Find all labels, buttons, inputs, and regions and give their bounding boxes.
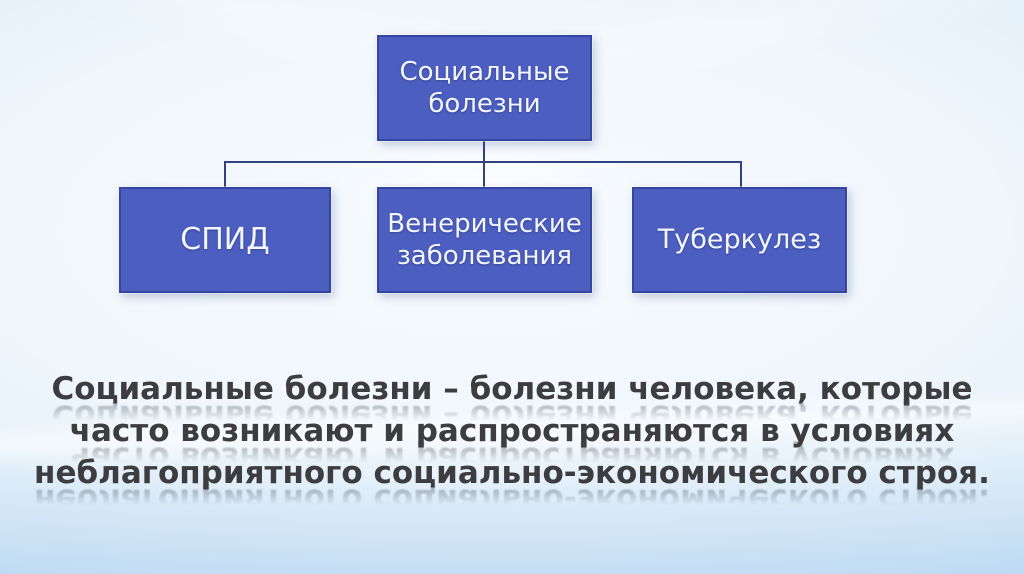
org-node-tuberculosis: Туберкулез [632,187,847,293]
background-light-streak [518,0,1024,109]
org-node-venereal-diseases-label: Венерические заболевания [387,208,582,272]
org-node-aids: СПИД [119,187,331,293]
caption-line-1: Социальные болезни – болезни человека, к… [51,371,973,407]
org-node-venereal-diseases: Венерические заболевания [377,187,592,293]
caption-row: Социальные болезни – болезни человека, к… [28,368,996,434]
org-node-aids-label: СПИД [180,222,270,258]
org-node-root: Социальные болезни [377,35,592,141]
caption-line-3: неблагоприятного социально-экономическог… [34,455,990,491]
caption: Социальные болезни – болезни человека, к… [28,368,996,518]
caption-row: часто возникают и распространяются в усл… [28,410,996,476]
connector-drop-aids [224,161,226,188]
connector-drop-venereal [483,161,485,188]
caption-line-2: часто возникают и распространяются в усл… [69,413,955,449]
org-node-tuberculosis-label: Туберкулез [657,224,822,256]
connector-root-stem [483,141,485,163]
connector-drop-tuberculosis [740,161,742,188]
caption-row: неблагоприятного социально-экономическог… [28,452,996,518]
org-node-root-label: Социальные болезни [399,56,570,120]
